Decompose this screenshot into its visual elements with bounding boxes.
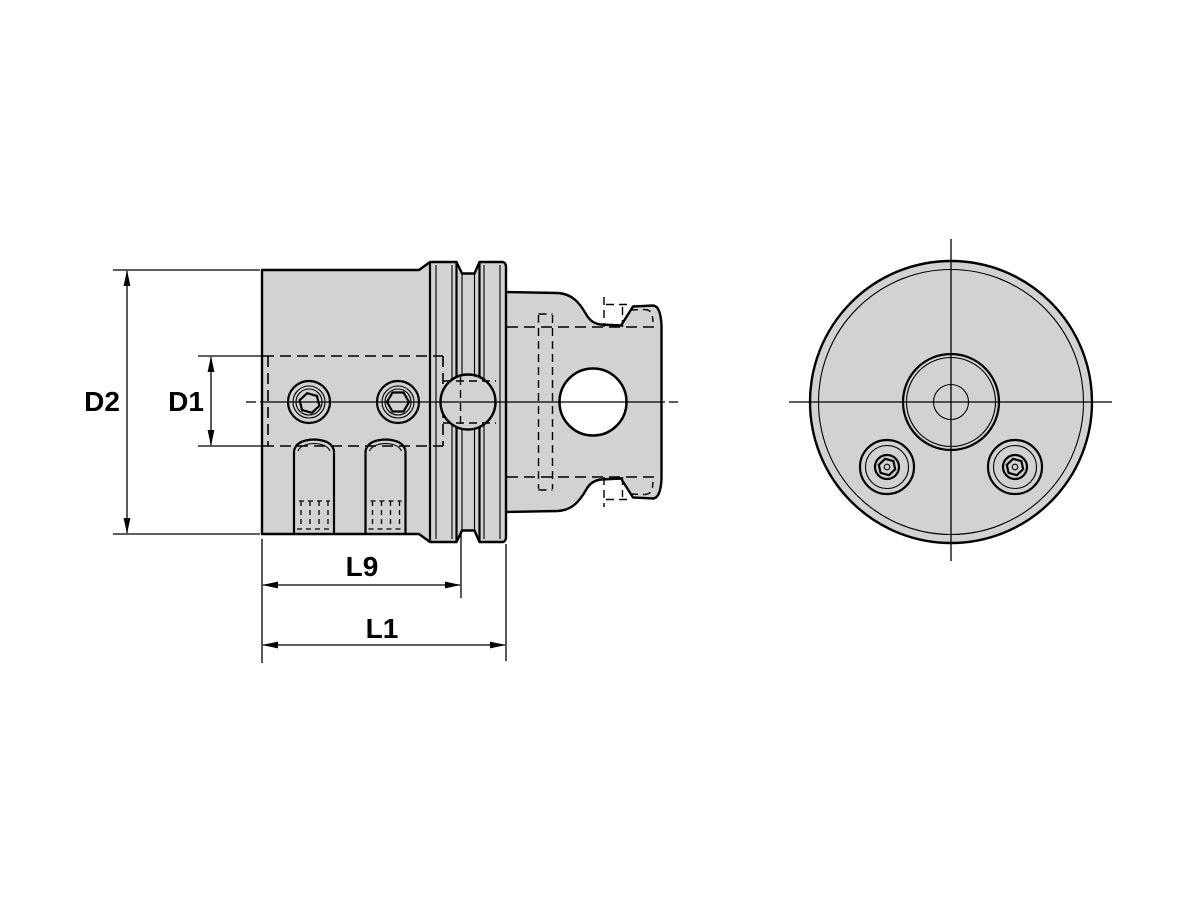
shank-hidden-lines bbox=[507, 297, 659, 507]
ball-hidden-lines bbox=[443, 377, 496, 426]
clamp-boss-right bbox=[364, 438, 407, 534]
torx-socket-icon bbox=[877, 457, 897, 477]
dimension-label-d1: D1 bbox=[168, 386, 204, 417]
dimension-d2: D2 bbox=[84, 269, 260, 535]
front-screw-left bbox=[858, 438, 916, 496]
front-screw-right bbox=[986, 438, 1044, 496]
dimension-label-d2: D2 bbox=[84, 386, 120, 417]
dimension-label-l1: L1 bbox=[366, 613, 399, 644]
dimension-l1: L1 bbox=[262, 544, 507, 661]
center-bore bbox=[901, 352, 1001, 452]
dimension-d1: D1 bbox=[168, 355, 261, 447]
clamp-boss-left bbox=[292, 438, 336, 534]
front-view bbox=[789, 239, 1112, 561]
dimension-label-l9: L9 bbox=[346, 551, 379, 582]
front-view-centerlines bbox=[789, 239, 1112, 561]
side-view bbox=[246, 260, 678, 544]
torx-socket-icon bbox=[1005, 457, 1025, 477]
dimension-l9: L9 bbox=[261, 531, 462, 663]
hex-socket-icon bbox=[298, 391, 321, 415]
